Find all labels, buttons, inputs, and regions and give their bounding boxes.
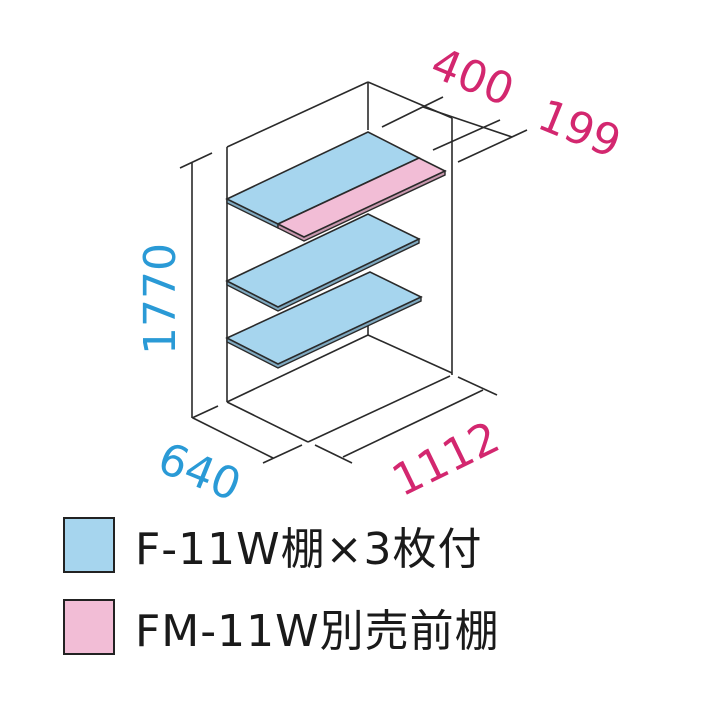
- legend-item-included-shelves: F-11W棚×3枚付: [63, 513, 483, 577]
- dimension-height: 1770: [135, 243, 186, 355]
- legend-item-optional-front-shelf: FM-11W別売前棚: [63, 595, 500, 659]
- dimension-width: 1112: [384, 412, 507, 507]
- dimension-lines: [179, 96, 528, 464]
- legend-label: F-11W棚×3枚付: [135, 524, 483, 575]
- dimension-shelf-depth: 400: [424, 38, 521, 117]
- shelf-1: [225, 131, 447, 242]
- dimension-front-shelf-depth: 199: [531, 90, 628, 169]
- pink-swatch: [63, 599, 115, 655]
- legend-label: FM-11W別売前棚: [135, 606, 500, 657]
- shelf-3: [225, 271, 423, 369]
- blue-swatch: [63, 517, 115, 573]
- shelf-2: [225, 213, 421, 312]
- front-shelf-optional: [276, 157, 447, 238]
- dimension-depth: 640: [151, 433, 248, 512]
